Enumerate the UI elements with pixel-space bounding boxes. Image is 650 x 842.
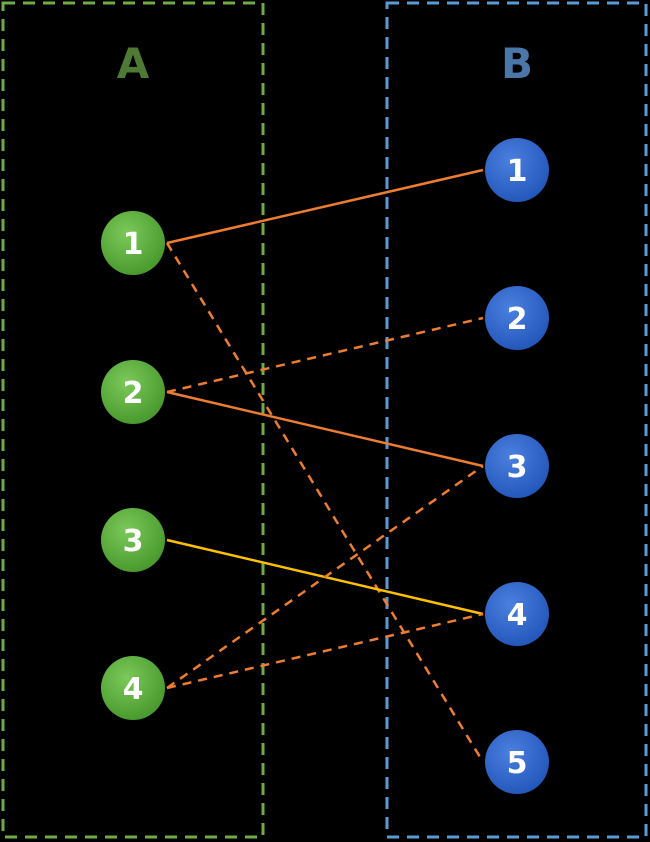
node-b-5-label: 5 xyxy=(507,746,528,781)
node-b-2-label: 2 xyxy=(507,302,528,337)
node-a-2-label: 2 xyxy=(123,376,144,411)
node-b-1: 1 xyxy=(485,138,549,202)
set-a-frame xyxy=(1,1,265,839)
edge-a2-b2 xyxy=(166,316,484,394)
node-a-1-label: 1 xyxy=(123,227,144,262)
node-b-3-label: 3 xyxy=(507,450,528,485)
node-b-1-label: 1 xyxy=(507,154,528,189)
edge-a4-b4 xyxy=(166,612,484,690)
node-a-4: 4 xyxy=(101,656,165,720)
set-b-title: B xyxy=(501,39,533,88)
node-b-5: 5 xyxy=(485,730,549,794)
node-a-2-circle xyxy=(101,360,165,424)
node-b-5-circle xyxy=(485,730,549,794)
node-b-2: 2 xyxy=(485,286,549,350)
node-b-4-label: 4 xyxy=(507,598,528,633)
node-b-2-circle xyxy=(485,286,549,350)
node-b-4-circle xyxy=(485,582,549,646)
edge-a1-b5 xyxy=(165,242,485,763)
set-a-title: A xyxy=(117,39,150,88)
node-b-4: 4 xyxy=(485,582,549,646)
node-b-3-circle xyxy=(485,434,549,498)
nodes: 1 2 3 4 1 2 3 4 xyxy=(101,138,549,794)
edges xyxy=(165,168,485,763)
edge-a2-b3 xyxy=(166,390,484,468)
node-a-1: 1 xyxy=(101,211,165,275)
set-b-frame xyxy=(385,1,648,839)
node-a-3-label: 3 xyxy=(123,524,144,559)
node-a-4-label: 4 xyxy=(123,672,144,707)
node-b-1-circle xyxy=(485,138,549,202)
node-b-3: 3 xyxy=(485,434,549,498)
node-a-2: 2 xyxy=(101,360,165,424)
node-a-1-circle xyxy=(101,211,165,275)
node-a-3-circle xyxy=(101,508,165,572)
edge-a1-b1 xyxy=(166,168,484,245)
edge-a4-b3 xyxy=(166,464,484,690)
node-a-3: 3 xyxy=(101,508,165,572)
node-a-4-circle xyxy=(101,656,165,720)
